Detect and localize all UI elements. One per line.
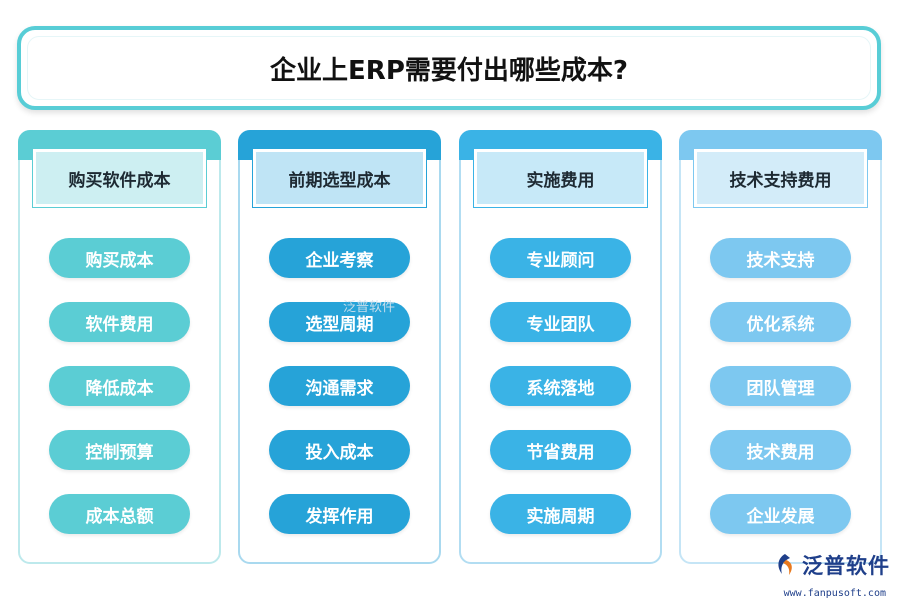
list-item: 投入成本: [269, 430, 410, 470]
logo-url: www.fanpusoft.com: [783, 588, 886, 599]
column-label: 实施费用: [477, 152, 644, 204]
title-box: 企业上ERP需要付出哪些成本?: [17, 26, 881, 110]
list-item: 系统落地: [490, 366, 631, 406]
column-label-box: 实施费用: [473, 148, 648, 208]
logo-text: 泛普软件: [802, 554, 890, 578]
list-item: 控制预算: [49, 430, 190, 470]
fanpu-logo-icon: [778, 554, 792, 575]
list-item: 专业团队: [490, 302, 631, 342]
list-item: 专业顾问: [490, 238, 631, 278]
column-label: 技术支持费用: [697, 152, 864, 204]
column-label: 购买软件成本: [36, 152, 203, 204]
list-item: 节省费用: [490, 430, 631, 470]
list-item: 沟通需求: [269, 366, 410, 406]
list-item: 软件费用: [49, 302, 190, 342]
list-item: 团队管理: [710, 366, 851, 406]
list-item: 选型周期: [269, 302, 410, 342]
list-item: 购买成本: [49, 238, 190, 278]
list-item: 企业考察: [269, 238, 410, 278]
list-item: 降低成本: [49, 366, 190, 406]
column-purchase-software: 购买软件成本 购买成本 软件费用 降低成本 控制预算 成本总额: [18, 130, 221, 564]
list-item: 发挥作用: [269, 494, 410, 534]
list-item: 实施周期: [490, 494, 631, 534]
column-label-box: 购买软件成本: [32, 148, 207, 208]
column-tech-support: 技术支持费用 技术支持 优化系统 团队管理 技术费用 企业发展: [679, 130, 882, 564]
page-title: 企业上ERP需要付出哪些成本?: [270, 55, 628, 86]
list-item: 企业发展: [710, 494, 851, 534]
column-label: 前期选型成本: [256, 152, 423, 204]
column-pre-selection: 前期选型成本 企业考察 选型周期 沟通需求 投入成本 发挥作用: [238, 130, 441, 564]
column-label-box: 前期选型成本: [252, 148, 427, 208]
list-item: 技术费用: [710, 430, 851, 470]
logo: 泛普软件: [772, 550, 890, 580]
column-label-box: 技术支持费用: [693, 148, 868, 208]
list-item: 成本总额: [49, 494, 190, 534]
column-implementation-cost: 实施费用 专业顾问 专业团队 系统落地 节省费用 实施周期: [459, 130, 662, 564]
list-item: 技术支持: [710, 238, 851, 278]
watermark: 泛普软件: [343, 300, 396, 315]
list-item: 优化系统: [710, 302, 851, 342]
